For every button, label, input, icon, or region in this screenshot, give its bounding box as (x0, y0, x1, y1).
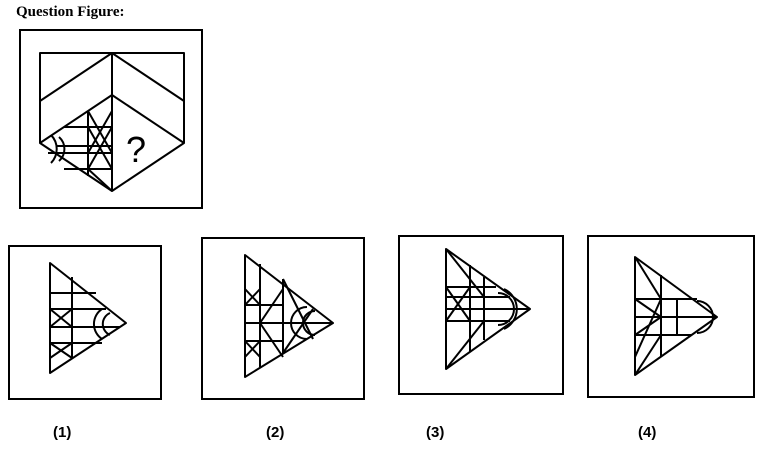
option-3-box[interactable] (398, 235, 564, 395)
question-figure-drawing (39, 52, 185, 192)
question-figure-title: Question Figure: (16, 4, 125, 20)
option-4-label: (4) (638, 424, 657, 441)
option-3-drawing (445, 248, 531, 370)
option-1-drawing (49, 262, 127, 374)
question-figure-box: ? (19, 29, 203, 209)
option-1-label: (1) (53, 424, 72, 441)
missing-piece-mark: ? (126, 129, 147, 170)
option-2-drawing (244, 254, 334, 378)
option-4-drawing (634, 256, 718, 376)
option-2-label: (2) (266, 424, 285, 441)
option-1-box[interactable] (8, 245, 162, 400)
option-3-label: (3) (426, 424, 445, 441)
option-2-box[interactable] (201, 237, 365, 400)
option-4-box[interactable] (587, 235, 755, 398)
